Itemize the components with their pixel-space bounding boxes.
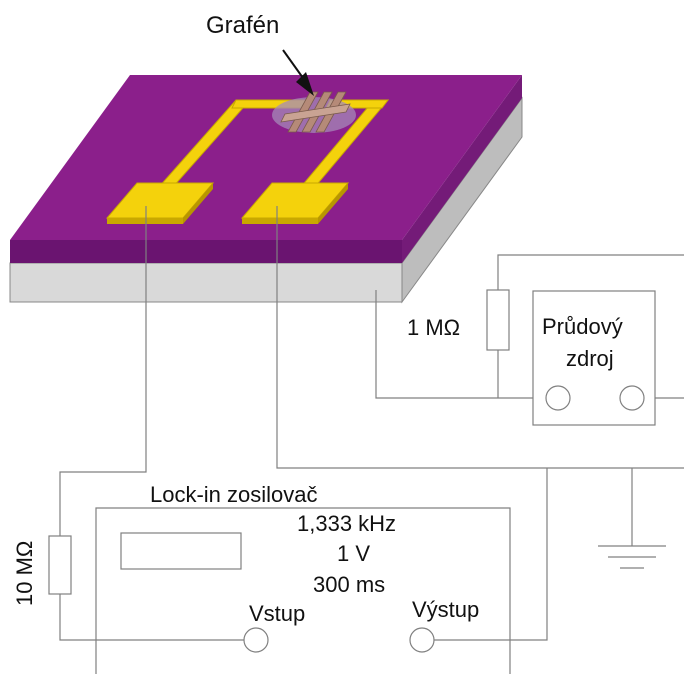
resistor-1m — [486, 289, 510, 351]
current-source-label-2: zdroj — [566, 346, 614, 371]
resistor-1m-label: 1 MΩ — [407, 315, 460, 340]
base-front-face — [9, 262, 403, 303]
lockin-output-label: Výstup — [412, 597, 479, 622]
resistor-10m — [48, 535, 72, 595]
wire-10m-to-input — [59, 594, 244, 641]
graphene-label: Grafén — [206, 12, 279, 39]
wire-right-pad — [276, 206, 684, 469]
current-source-label-1: Průdový — [542, 314, 623, 339]
lockin-box — [95, 507, 511, 674]
wire-output — [434, 468, 548, 641]
lockin-voltage: 1 V — [337, 541, 370, 566]
wire-base-to-source — [375, 290, 546, 399]
substrate-side-face — [402, 75, 522, 263]
sample-chip — [9, 49, 523, 304]
lockin-input-terminal[interactable] — [243, 627, 269, 653]
lockin-display — [120, 532, 242, 570]
left-bond-pad-edge — [107, 218, 183, 224]
ground-symbol — [598, 545, 666, 569]
lockin-time-constant: 300 ms — [313, 572, 385, 597]
wire-1m-top — [497, 254, 684, 290]
wire-left-pad — [59, 206, 147, 536]
lockin-input-label: Vstup — [249, 601, 305, 626]
resistor-10m-label: 10 MΩ — [12, 541, 37, 606]
lockin-frequency: 1,333 kHz — [297, 511, 396, 536]
current-source-terminal-right[interactable] — [619, 385, 645, 411]
left-bond-pad-side — [183, 183, 213, 224]
lockin-output-terminal[interactable] — [409, 627, 435, 653]
graphene-strip — [280, 103, 351, 123]
current-source-terminal-left[interactable] — [545, 385, 571, 411]
pointer-arrowhead — [296, 72, 314, 96]
wiring — [59, 206, 684, 674]
lockin-title: Lock-in zosilovač — [150, 482, 318, 507]
right-bond-pad-edge — [242, 218, 318, 224]
right-bond-pad-side — [318, 183, 348, 224]
graphene-flake — [272, 91, 356, 133]
substrate-front-face — [10, 240, 402, 263]
graphene-pointer — [282, 49, 314, 96]
